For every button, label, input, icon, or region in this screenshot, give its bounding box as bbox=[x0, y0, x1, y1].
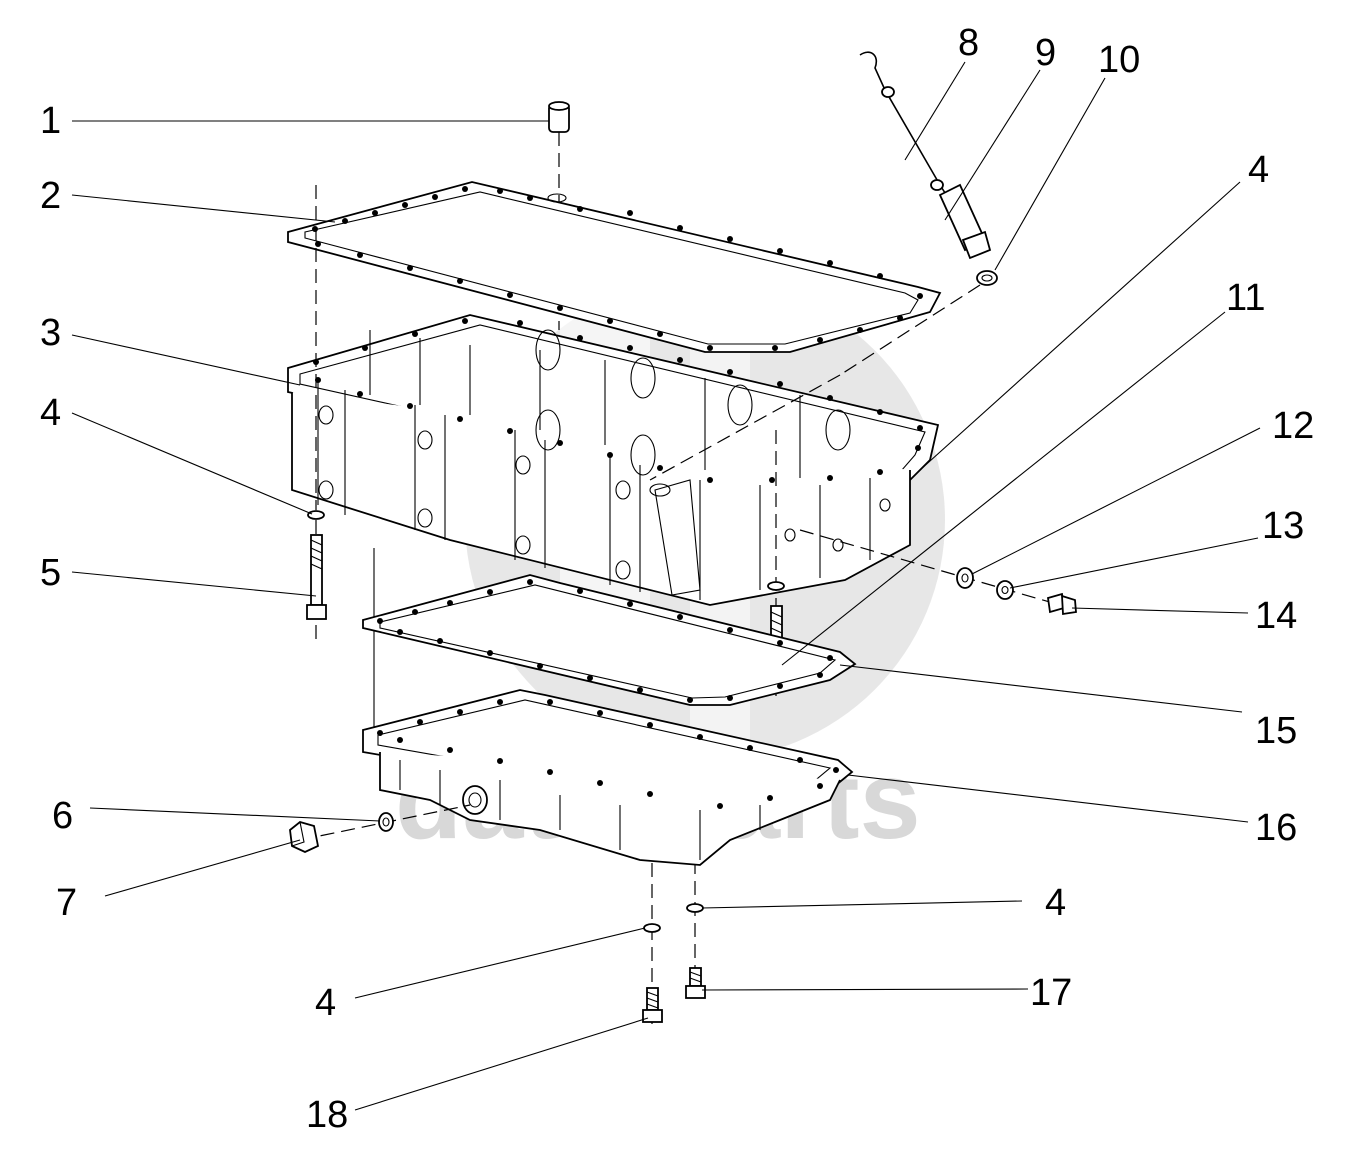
part-17-bolt bbox=[685, 967, 706, 999]
callout-5: 5 bbox=[40, 552, 61, 594]
part-16-lower-oil-pan bbox=[362, 689, 854, 866]
callout-4-upper-right: 4 bbox=[1248, 149, 1269, 191]
part-2-upper-gasket bbox=[287, 181, 942, 353]
leader-lines bbox=[71, 61, 1261, 1111]
callout-15: 15 bbox=[1255, 710, 1297, 752]
callout-17: 17 bbox=[1030, 972, 1072, 1014]
callout-1: 1 bbox=[40, 100, 61, 142]
part-8-dipstick bbox=[859, 51, 976, 241]
callout-14: 14 bbox=[1255, 595, 1297, 637]
callout-8: 8 bbox=[958, 22, 979, 64]
callout-4-lower-left: 4 bbox=[315, 982, 336, 1024]
part-14-plug bbox=[1046, 592, 1077, 616]
part-15-lower-gasket bbox=[362, 574, 857, 706]
part-18-bolt bbox=[642, 987, 663, 1023]
callout-9: 9 bbox=[1035, 32, 1056, 74]
callout-3: 3 bbox=[40, 312, 61, 354]
part-7-drain-plug bbox=[289, 821, 320, 853]
callout-6: 6 bbox=[52, 795, 73, 837]
callout-2: 2 bbox=[40, 175, 61, 217]
callout-16: 16 bbox=[1255, 807, 1297, 849]
part-4-washer-bottom-right bbox=[686, 903, 704, 913]
part-4-washer-bottom-left bbox=[643, 923, 661, 933]
callout-13: 13 bbox=[1262, 505, 1304, 547]
part-13-washer bbox=[996, 580, 1014, 600]
callout-4-lower-right: 4 bbox=[1045, 882, 1066, 924]
part-6-o-ring bbox=[378, 812, 394, 832]
callout-11: 11 bbox=[1226, 277, 1265, 319]
part-1-dowel bbox=[548, 101, 570, 133]
callout-12: 12 bbox=[1272, 405, 1314, 447]
part-10-seal-ring bbox=[976, 270, 998, 286]
part-12-washer bbox=[956, 567, 974, 589]
part-9-dipstick-tube bbox=[938, 183, 992, 260]
callout-labels: 1 2 3 4 5 6 7 8 9 10 4 11 12 13 14 15 16… bbox=[40, 22, 1314, 1136]
callout-4-upper-left: 4 bbox=[40, 392, 61, 434]
part-4-washer-right-upper bbox=[767, 581, 785, 591]
part-5-long-bolt bbox=[306, 534, 327, 620]
callout-10: 10 bbox=[1098, 39, 1140, 81]
part-4-washer-left bbox=[307, 510, 325, 520]
callout-18: 18 bbox=[306, 1094, 348, 1136]
callout-7: 7 bbox=[56, 882, 77, 924]
